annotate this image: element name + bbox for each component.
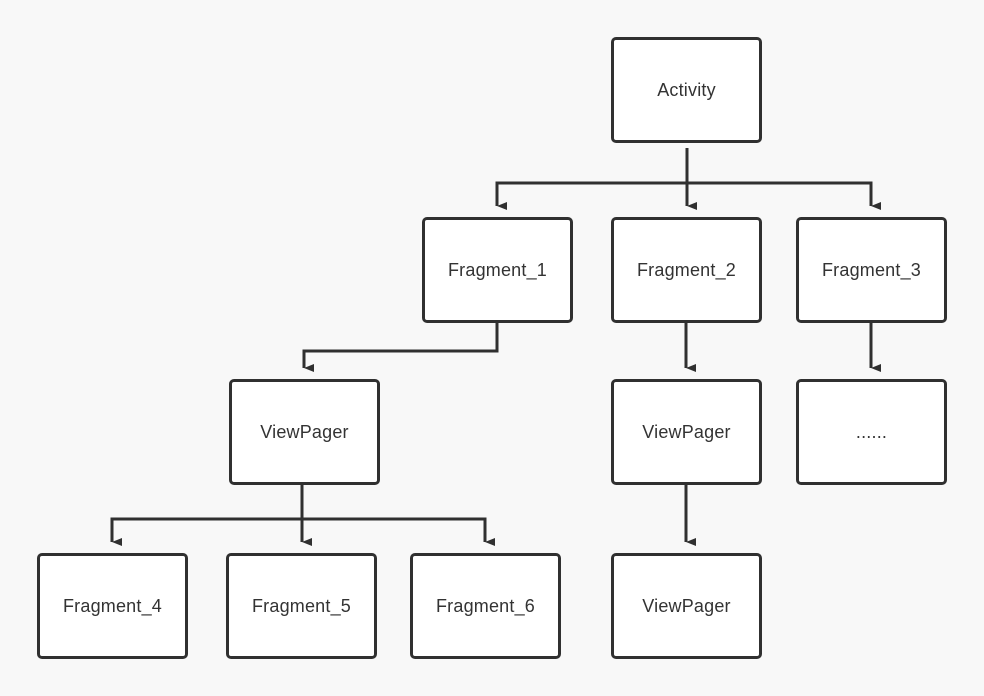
node-fragment-4: Fragment_4: [37, 553, 188, 659]
connector-fragment-1-viewpager: [302, 323, 499, 372]
node-viewpager-3: ViewPager: [611, 553, 762, 659]
connector-viewpager-fragment-6: [302, 517, 495, 546]
node-label: ViewPager: [642, 421, 731, 442]
node-label: ViewPager: [260, 421, 349, 442]
node-label: Fragment_1: [447, 259, 548, 280]
node-label: ViewPager: [642, 595, 731, 616]
connector-activity-fragment-1: [495, 148, 689, 210]
node-fragment-6: Fragment_6: [410, 553, 561, 659]
node-viewpager-1: ViewPager: [229, 379, 380, 485]
node-label: ......: [855, 421, 888, 442]
connector-activity-fragment-3: [687, 181, 881, 210]
node-label: Fragment_3: [821, 259, 922, 280]
node-label: Fragment_6: [435, 595, 536, 616]
node-viewpager-2: ViewPager: [611, 379, 762, 485]
node-label: Fragment_5: [251, 595, 352, 616]
node-fragment-2: Fragment_2: [611, 217, 762, 323]
node-fragment-3: Fragment_3: [796, 217, 947, 323]
node-label: Activity: [657, 79, 716, 100]
node-fragment-5: Fragment_5: [226, 553, 377, 659]
connector-viewpager-fragment-4: [110, 485, 304, 546]
node-label: Fragment_4: [62, 595, 163, 616]
node-ellipsis: ......: [796, 379, 947, 485]
node-label: Fragment_2: [636, 259, 737, 280]
node-activity: Activity: [611, 37, 762, 143]
node-fragment-1: Fragment_1: [422, 217, 573, 323]
